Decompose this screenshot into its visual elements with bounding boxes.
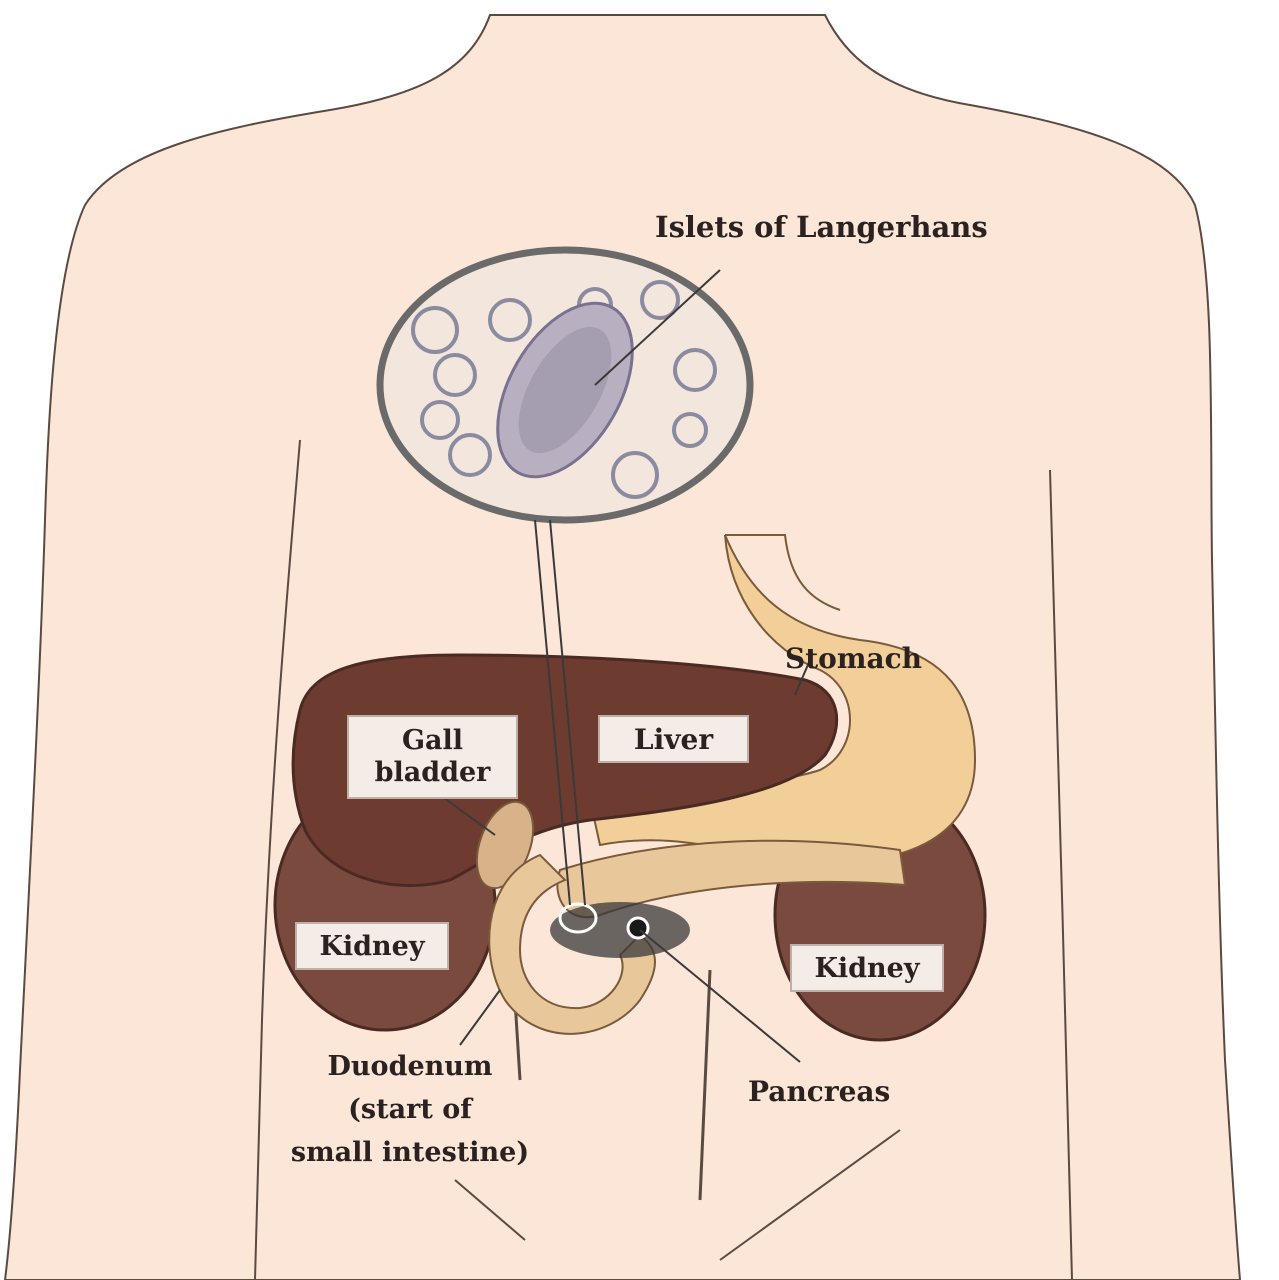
kidney-right-label-box: Kidney: [790, 944, 944, 992]
duodenum-label-line3: small intestine): [255, 1131, 565, 1174]
duodenum-label: Duodenum (start of small intestine): [255, 1045, 565, 1174]
gall-bladder-label-box: Gall bladder: [347, 715, 518, 799]
gall-bladder-label-line1: Gall: [402, 725, 463, 757]
liver-label-box: Liver: [598, 715, 749, 763]
gall-bladder-label-line2: bladder: [375, 757, 491, 789]
pancreas-label: Pancreas: [748, 1075, 890, 1108]
duodenum-label-line1: Duodenum: [255, 1045, 565, 1088]
duodenum-label-line2: (start of: [255, 1088, 565, 1131]
stomach-label: Stomach: [785, 642, 922, 675]
islets-label: Islets of Langerhans: [655, 210, 988, 244]
kidney-left-label-box: Kidney: [295, 922, 449, 970]
